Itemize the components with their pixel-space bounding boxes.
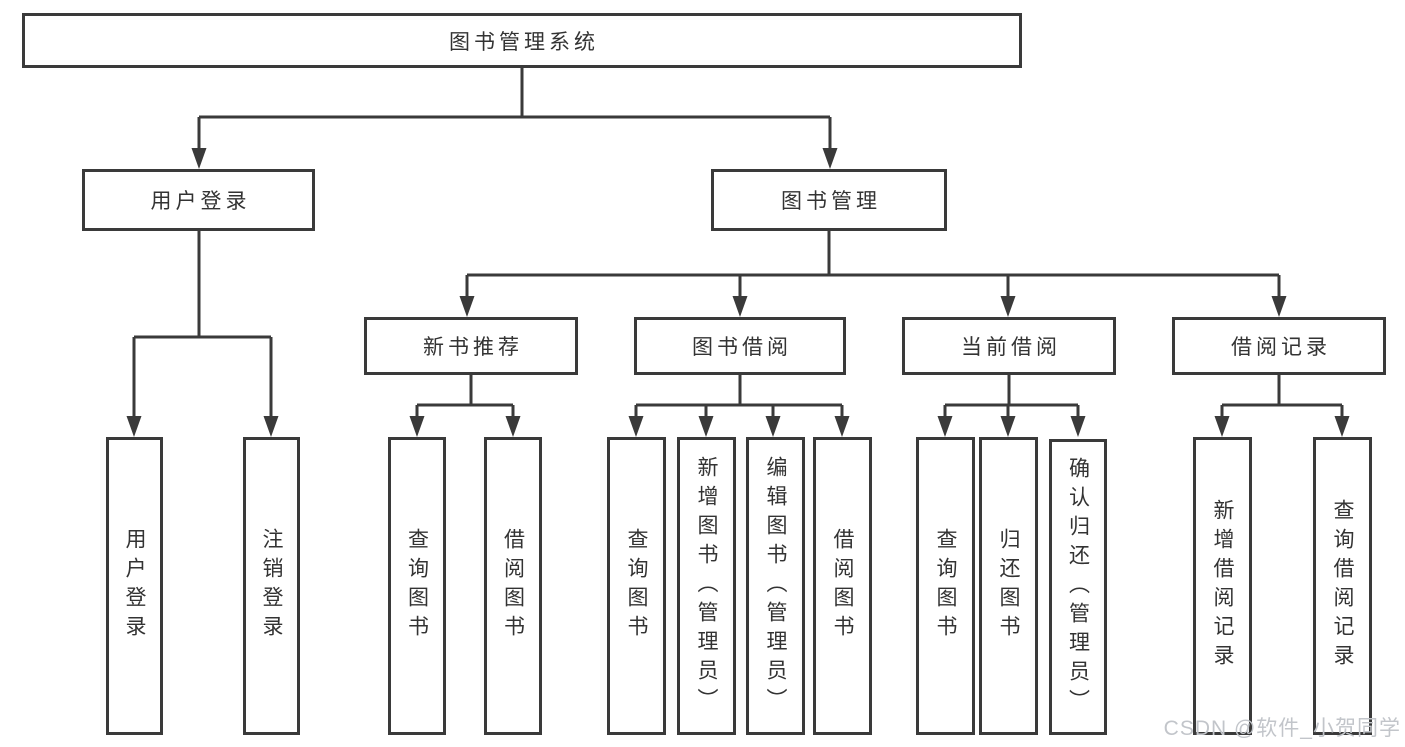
node-new-book-recommend: 新书推荐 [364,317,578,375]
leaf-confirm-return-admin: 确认归还（管理员） [1049,439,1107,735]
edge-user-login-to-leaves [126,231,279,437]
edge-current-borrow-to-leaves [937,375,1086,437]
node-root-system: 图书管理系统 [22,13,1022,68]
csdn-watermark: CSDN @软件_小贺同学 [1163,717,1401,740]
edge-root-to-level2 [191,68,838,169]
leaf-query-books-2: 查询图书 [607,437,666,735]
edge-new-book-rec-to-leaves [409,375,521,437]
leaf-borrow-books-1: 借阅图书 [484,437,542,735]
leaf-add-borrow-record: 新增借阅记录 [1193,437,1252,735]
node-book-management: 图书管理 [711,169,947,231]
leaf-borrow-books-2: 借阅图书 [813,437,872,735]
node-borrowing-records: 借阅记录 [1172,317,1386,375]
leaf-return-books: 归还图书 [979,437,1038,735]
node-current-borrowing: 当前借阅 [902,317,1116,375]
node-user-login-group: 用户登录 [82,169,315,231]
leaf-query-borrow-record: 查询借阅记录 [1313,437,1372,735]
leaf-logout: 注销登录 [243,437,300,735]
leaf-add-book-admin: 新增图书（管理员） [677,437,736,735]
edge-book-borrow-to-leaves [628,375,850,437]
leaf-edit-book-admin: 编辑图书（管理员） [746,437,805,735]
leaf-user-login: 用户登录 [106,437,163,735]
edge-borrow-record-to-leaves [1214,375,1350,437]
leaf-query-books-3: 查询图书 [916,437,975,735]
edge-book-mgmt-to-level3 [459,231,1287,317]
node-book-borrowing: 图书借阅 [634,317,846,375]
leaf-query-books-1: 查询图书 [388,437,446,735]
